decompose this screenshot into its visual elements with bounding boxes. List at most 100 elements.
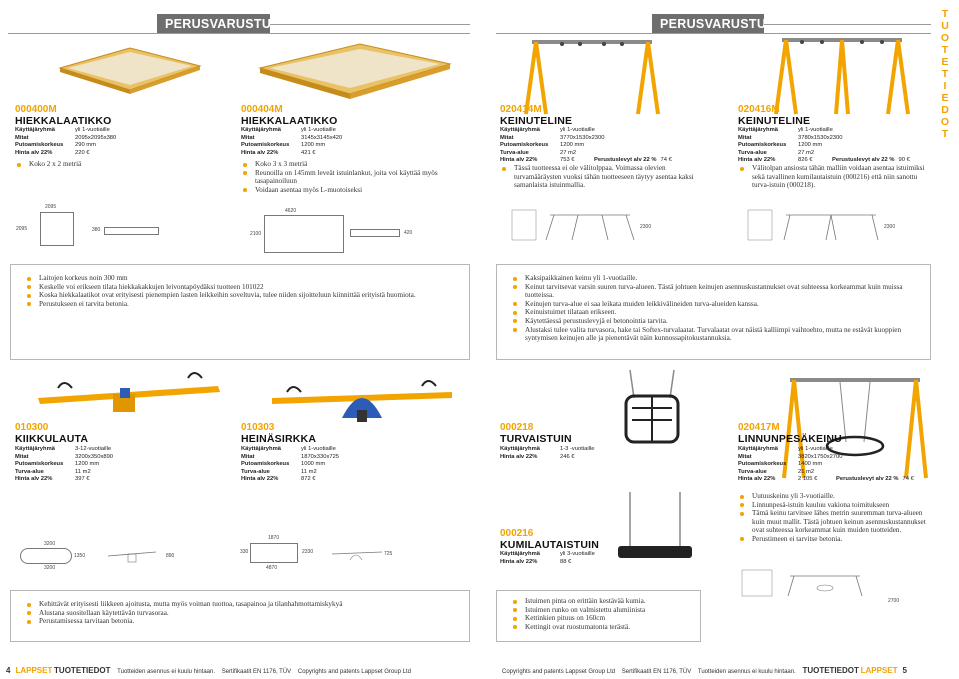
spec-key: Mitat [241, 134, 255, 141]
info-box-bullets: Laitojen korkeus noin 300 mm Keskelle vo… [25, 274, 455, 308]
side-letter: D [941, 104, 949, 116]
product-code: 000216 [500, 528, 534, 539]
bullet-item: Keinuistuimet tilataan erikseen. [511, 308, 921, 317]
bullet-item: Koko 2 x 2 metriä [15, 160, 215, 169]
side-letter: T [941, 128, 949, 140]
product-name: HEINÄSIRKKA [241, 433, 317, 445]
product-000216: 000216 KUMILAUTAISTUIN [500, 528, 599, 551]
spec-value: 1200 mm [798, 142, 823, 148]
dimension-label: 380 [92, 227, 101, 233]
spec-key: Putoamiskorkeus [15, 142, 64, 148]
spec-value: 3145x3145x420 [301, 134, 343, 141]
spec-key: Hinta alv 22% [738, 476, 776, 482]
spec-key: Käyttäjäryhmä [15, 127, 55, 133]
spec-key: Käyttäjäryhmä [738, 127, 778, 133]
spec-value: 88 € [560, 558, 572, 565]
bullet-item: Uutuuskeinu yli 3-vuotiaille. [738, 492, 928, 501]
copyright-note: Copyrights and patents Lappset Group Ltd [502, 669, 616, 675]
dimension-label: 1350 [74, 553, 86, 559]
spec-value: 3200x350x890 [75, 453, 114, 460]
dimension-label: 4620 [285, 208, 297, 214]
swing-020416-drawing [747, 209, 879, 241]
dimension-label: 2330 [302, 549, 314, 555]
sandbox-2x2-image [58, 47, 202, 94]
bullet-item: Perustimeen ei tarvitse betonia. [738, 535, 928, 544]
footer-right: Copyrights and patents Lappset Group Ltd… [502, 666, 907, 675]
product-name: KIIKKULAUTA [15, 433, 89, 445]
spec-key: Mitat [738, 134, 752, 141]
spec-key: Hinta alv 22% [15, 149, 53, 156]
spec-key: Käyttäjäryhmä [241, 127, 281, 133]
bullet-item: Koko 3 x 3 metriä [241, 160, 441, 169]
spec-value: 1200 mm [560, 142, 585, 148]
product-code: 010303 [241, 422, 275, 433]
dimension-label: 4870 [266, 565, 278, 571]
swing-020414-drawing [511, 209, 635, 241]
side-letter: T [941, 8, 949, 20]
spec-key: Käyttäjäryhmä [500, 551, 540, 557]
side-letter: T [941, 68, 949, 80]
spec-key: Käyttäjäryhmä [241, 446, 281, 452]
bullet-item: Perustukseen ei tarvita betonia. [25, 300, 455, 309]
spec-value: 3-12-vuotiaille [75, 446, 112, 452]
dimension-label: 420 [404, 230, 413, 236]
brand-word: TUOTETIEDOT [54, 666, 111, 675]
product-bullets: Koko 2 x 2 metriä [15, 160, 215, 169]
spec-key: Turva-alue [738, 468, 767, 475]
brand-word: TUOTETIEDOT [802, 666, 859, 675]
side-letter: I [943, 80, 947, 92]
spec-value: 1000 mm [301, 461, 326, 467]
spec-extra-key: Perustuslevyt alv 22 % [832, 157, 895, 163]
dimension-label: 2100 [250, 231, 262, 237]
spec-value: 1200 mm [75, 461, 100, 467]
spec-value: 3780x1530x2300 [798, 134, 843, 141]
installation-note: Tuotteiden asennus ei kuulu hintaan. [117, 669, 216, 675]
page-number-left: 4 [6, 666, 11, 675]
spec-key: Turva-alue [241, 468, 270, 475]
spec-value: 11 m2 [301, 468, 317, 475]
certification-note: Sertifikaatit EN 1176, TÜV [221, 669, 292, 675]
product-code: 020416M [738, 104, 780, 115]
seesaw-plan-drawing [20, 548, 72, 564]
bullet-item: Kettinkien pituus on 160cm [511, 614, 696, 623]
nest-swing-drawing [741, 569, 863, 597]
bullet-item: Linnunpesä-istuin kuuluu vakiona toimitu… [738, 501, 928, 510]
bullet-item: Keskelle voi erikseen tilata hiekkakakku… [25, 283, 455, 292]
product-specs: Käyttäjäryhmä 3-12-vuotiaille Mitat 3200x3… [15, 446, 113, 484]
side-letter: O [940, 32, 950, 44]
spec-value: 3820x1750x2700 [798, 453, 843, 460]
sandbox-3x3-image [258, 43, 452, 99]
section-header-left: PERUSVARUSTUS [157, 14, 279, 34]
product-020417M: 020417M LINNUNPESÄKEINU [738, 422, 842, 445]
spec-key: Putoamiskorkeus [738, 142, 787, 148]
side-letter: T [941, 44, 949, 56]
rubber-seat-image [618, 492, 692, 558]
dimension-label: 725 [384, 551, 393, 557]
dimension-label: 3200 [44, 565, 56, 571]
product-bullets: Tässä tuotteessa ei ole välitolppaa. Voi… [500, 164, 710, 190]
bullet-item: Koska hiekkalaatikot ovat erityisesti pi… [25, 291, 455, 300]
dimension-label: 1870 [268, 535, 280, 541]
info-box-seats: Istuimen pinta on erittäin kestävää kumi… [496, 590, 701, 642]
product-name: KEINUTELINE [738, 115, 811, 127]
bullet-item: Alustaksi tulee valita turvasora, hake t… [511, 326, 921, 343]
bullet-item: Välitolpan ansiosta tähän malliin voidaa… [738, 164, 928, 190]
spec-key: Putoamiskorkeus [15, 461, 64, 467]
product-name: TURVAISTUIN [500, 433, 572, 445]
spec-key: Käyttäjäryhmä [500, 127, 540, 133]
dimension-label: 2095 [16, 226, 28, 232]
spec-value: 246 € [560, 453, 575, 460]
product-000218: 000218 TURVAISTUIN [500, 422, 572, 445]
spec-key: Mitat [15, 453, 29, 460]
side-letter: O [940, 116, 950, 128]
spec-key: Putoamiskorkeus [241, 142, 290, 148]
product-bullets: Välitolpan ansiosta tähän malliin voidaa… [738, 164, 928, 190]
info-box-bullets: Kaksipaikkainen keinu yli 1-vuotiaille. … [511, 274, 921, 343]
header-rule-right [496, 33, 931, 34]
product-010303: 010303 HEINÄSIRKKA [241, 422, 316, 445]
spec-key: Käyttäjäryhmä [15, 446, 55, 452]
grasshopper-side-drawing [331, 551, 383, 561]
spec-key: Turva-alue [15, 468, 44, 475]
